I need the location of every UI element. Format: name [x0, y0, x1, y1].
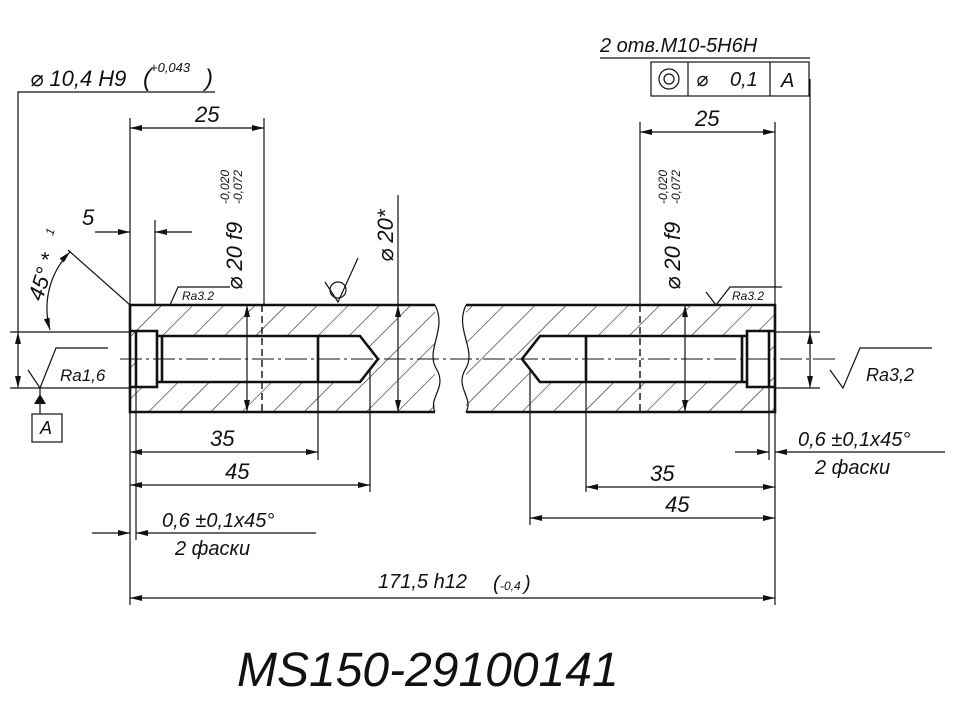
angle-label: 45° * [23, 249, 62, 304]
angle-sup-label: 1 [42, 226, 57, 237]
bore-dia-label: ⌀ 10,4 H9 [30, 66, 126, 91]
len-35-left-label: 35 [210, 426, 235, 451]
overall-tol: -0,4 [500, 579, 521, 593]
svg-text:(: ( [493, 573, 502, 595]
shaft-tol-lower-right: -0,072 [669, 170, 683, 204]
datum-label: A [39, 418, 52, 438]
chamfer-right-count: 2 фаски [814, 457, 890, 479]
svg-text:(: ( [143, 65, 154, 92]
chamfer-left-count: 2 фаски [174, 538, 250, 560]
ra-left-face: Ra1,6 [60, 366, 106, 385]
overall-label: 171,5 h12 [378, 571, 467, 593]
shaft-dia-left-label: ⌀ 20 f9 [222, 222, 247, 290]
ra-right-face: Ra3,2 [866, 365, 914, 385]
svg-text:): ) [202, 65, 213, 92]
tol-diameter: ⌀ [696, 69, 708, 91]
shaft-tol-upper-right: -0,020 [656, 170, 670, 204]
dims-bottom: 35 45 0,6 ±0,1x45° 2 фаски 35 45 0,6 ±0,… [92, 370, 945, 605]
thread-note: 2 отв.M10-5H6H [599, 35, 758, 57]
len-25-left-label: 25 [194, 102, 220, 127]
len-25-right-label: 25 [694, 106, 720, 131]
shaft-dia-right-label: ⌀ 20 f9 [660, 222, 685, 290]
len-45-left-label: 45 [225, 459, 250, 484]
datum-left: Ra1,6 A [27, 347, 108, 443]
shaft-tol-lower-left: -0,072 [231, 170, 245, 204]
shaft-tol-upper-left: -0,020 [218, 170, 232, 204]
len-35-right-label: 35 [650, 461, 675, 486]
dims-top-right: 2 отв.M10-5H6H ⌀ 0,1 A 25 ⌀ 20 f9 -0,020… [599, 35, 932, 412]
len-45-right-label: 45 [665, 492, 690, 517]
tol-value: 0,1 [730, 69, 758, 91]
ra-left-top: Ra3.2 [182, 289, 214, 303]
ra-right-top: Ra3.2 [732, 289, 764, 303]
chamfer-left-label: 0,6 ±0,1x45° [162, 510, 274, 532]
svg-text:): ) [522, 573, 531, 595]
bore-tol-label: +0,043 [150, 60, 191, 75]
drawing-number: MS150-29100141 [237, 644, 619, 697]
tol-datum: A [780, 70, 794, 92]
chamfer-right-label: 0,6 ±0,1x45° [798, 429, 910, 451]
len-5-label: 5 [82, 205, 95, 230]
outer-dia-label: ⌀ 20* [373, 208, 398, 262]
tolerance-frame: ⌀ 0,1 A [650, 61, 810, 97]
